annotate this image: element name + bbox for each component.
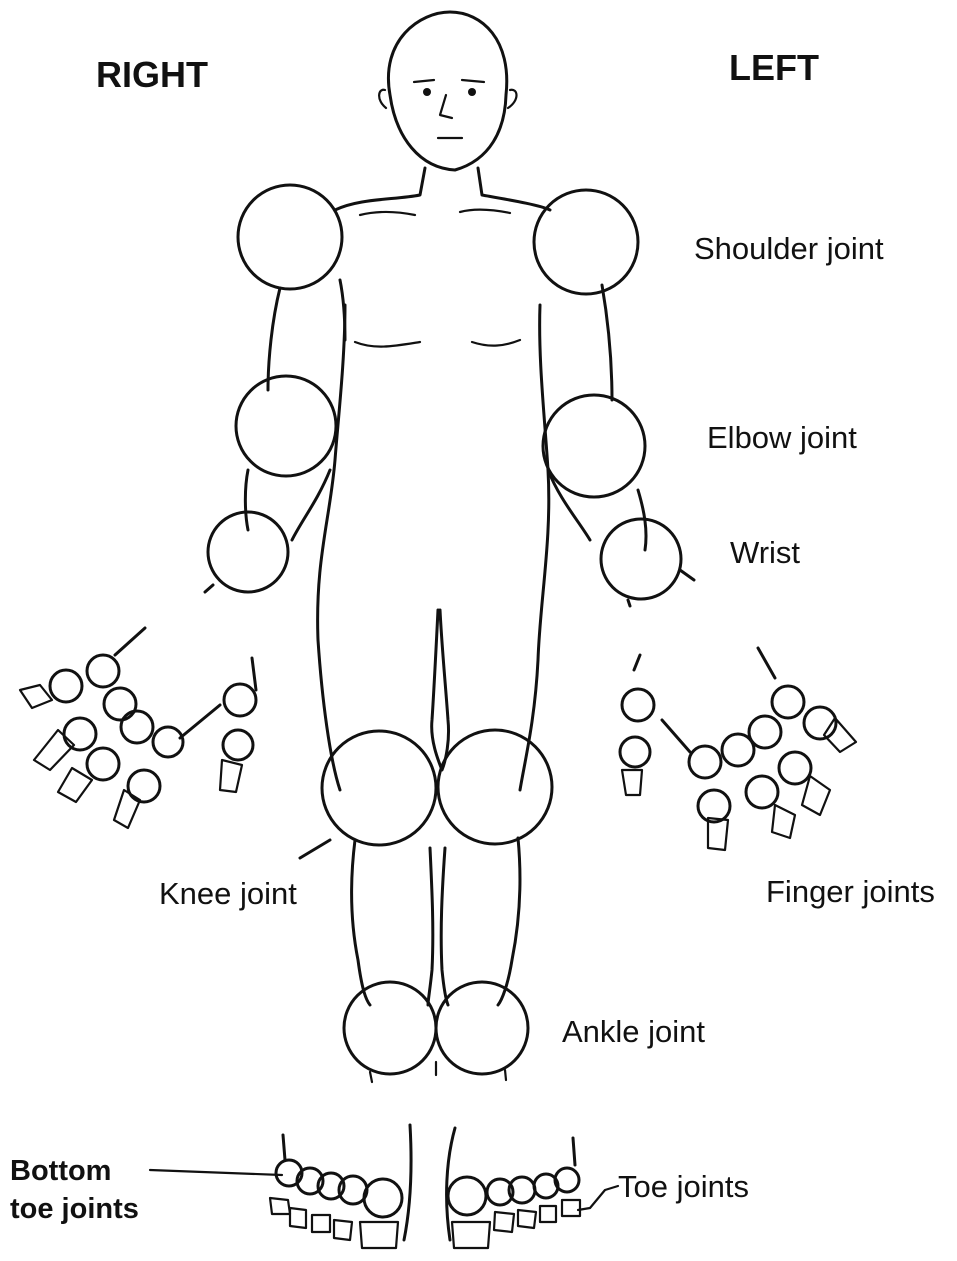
head [379, 12, 516, 170]
toe-joints-label: Toe joints [618, 1171, 749, 1202]
arms [205, 280, 694, 606]
bottom-toe-leader [150, 1170, 282, 1175]
joint-circles [208, 185, 681, 1074]
left-hand [620, 648, 856, 850]
right-foot [270, 1125, 411, 1248]
knee-joint-label: Knee joint [159, 878, 297, 909]
elbow-joint-label: Elbow joint [707, 422, 857, 453]
ankle-joint-label: Ankle joint [562, 1016, 705, 1047]
left-side-label: LEFT [729, 50, 819, 86]
left-foot [447, 1128, 580, 1248]
bottom-toe-joints-label: Bottom toe joints [10, 1152, 139, 1228]
finger-joints-label: Finger joints [766, 876, 935, 907]
wrist-label: Wrist [730, 537, 800, 568]
bottom-toe-label-line1: Bottom [10, 1152, 139, 1190]
toe-leader [578, 1186, 618, 1210]
bottom-toe-label-line2: toe joints [10, 1190, 139, 1228]
legs [300, 838, 520, 1082]
right-side-label: RIGHT [96, 57, 208, 93]
torso [318, 168, 550, 790]
right-hand [20, 628, 256, 828]
shoulder-joint-label: Shoulder joint [694, 233, 884, 264]
